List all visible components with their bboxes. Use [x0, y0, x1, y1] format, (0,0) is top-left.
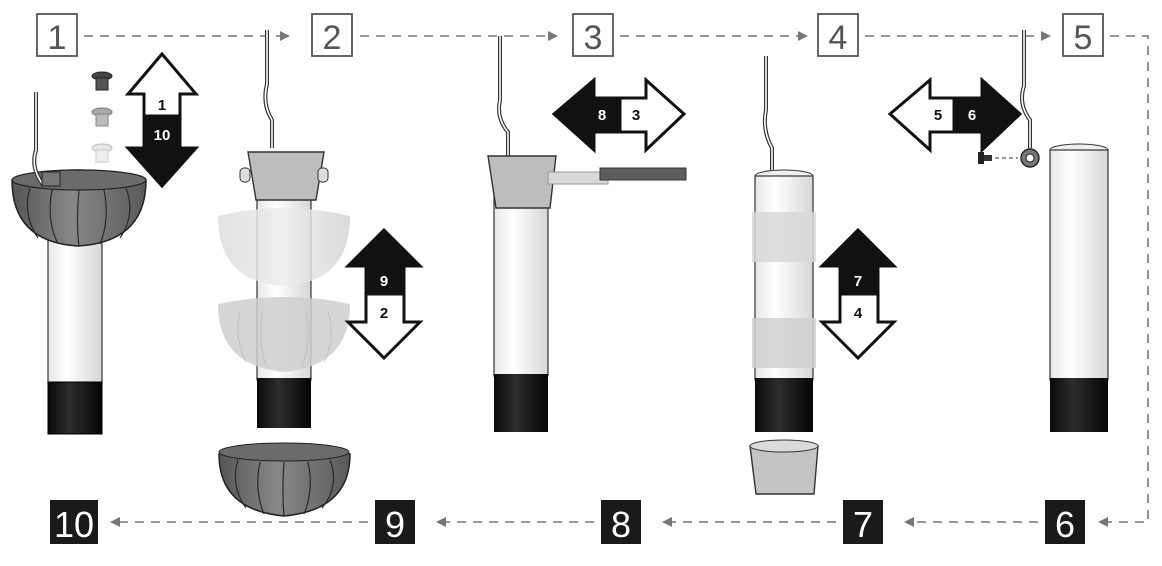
step-box-3: 3 [572, 13, 614, 57]
step-number: 8 [611, 504, 631, 545]
arrow-label-right: 6 [968, 107, 976, 124]
double-arrow-horizontal-2: 5 6 [887, 76, 1023, 154]
arrow-label-up: 1 [158, 97, 166, 114]
screw-icon-dark [91, 71, 113, 91]
step-box-9: 9 [375, 500, 415, 545]
shade-holder [749, 445, 819, 495]
lamp-base [494, 374, 548, 432]
lamp-figure-step-1 [11, 71, 147, 435]
pin-rod [599, 167, 687, 181]
step-box-5: 5 [1062, 13, 1104, 57]
screw-icon-gray [91, 107, 113, 127]
step-number: 3 [584, 19, 603, 57]
arrow-label-up: 9 [380, 273, 388, 290]
step-box-10: 10 [50, 500, 98, 545]
lamp-figure-step-4 [749, 56, 819, 495]
arrow-label-left: 5 [934, 107, 942, 124]
screw-icon-light [91, 143, 113, 163]
lamp-figure-step-5 [978, 30, 1109, 432]
double-arrow-horizontal-1: 8 3 [551, 76, 687, 154]
arrow-label-down: 2 [380, 305, 388, 322]
shade-holder [487, 155, 557, 209]
lamp-base [257, 378, 311, 428]
step-number: 4 [829, 19, 848, 57]
lamp-figure-step-3 [487, 36, 687, 432]
lamp-tube [493, 195, 549, 377]
step-number: 1 [48, 19, 67, 57]
step-box-4: 4 [817, 13, 859, 57]
pin-rod-ghost [547, 171, 609, 185]
step-number: 6 [1055, 504, 1075, 545]
lamp-figure-step-2 [218, 30, 351, 517]
ghost-shade-upper [218, 208, 350, 286]
step-number: 7 [853, 504, 873, 545]
step-box-2: 2 [311, 13, 353, 57]
lamp-base [1050, 378, 1108, 432]
step-box-7: 7 [843, 500, 883, 545]
step-box-1: 1 [36, 13, 78, 57]
lamp-base [47, 381, 103, 435]
lamp-tube [1049, 149, 1109, 381]
flow-connectors [84, 31, 1149, 527]
lamp-tube [47, 237, 103, 385]
step-number: 2 [323, 19, 342, 57]
screw-icon [978, 152, 992, 164]
lamp-base [755, 378, 813, 432]
arrow-label-up: 7 [854, 273, 862, 290]
arrow-label-down: 4 [854, 305, 863, 322]
arrow-label-left: 8 [598, 107, 606, 124]
ghost-shade-lower [218, 297, 350, 372]
step-number: 9 [385, 504, 405, 545]
double-arrow-vertical-1: 1 10 [124, 51, 200, 189]
double-arrow-vertical-3: 7 4 [818, 227, 898, 361]
arrow-label-right: 3 [632, 107, 640, 124]
double-arrow-vertical-2: 9 2 [344, 227, 424, 361]
step-box-8: 8 [601, 500, 641, 545]
arrow-label-down: 10 [154, 127, 171, 144]
step-number: 5 [1074, 19, 1093, 57]
shade-holder [247, 151, 325, 201]
step-number: 10 [54, 504, 94, 545]
ring-terminal-icon [1020, 148, 1040, 168]
step-box-6: 6 [1045, 500, 1085, 545]
